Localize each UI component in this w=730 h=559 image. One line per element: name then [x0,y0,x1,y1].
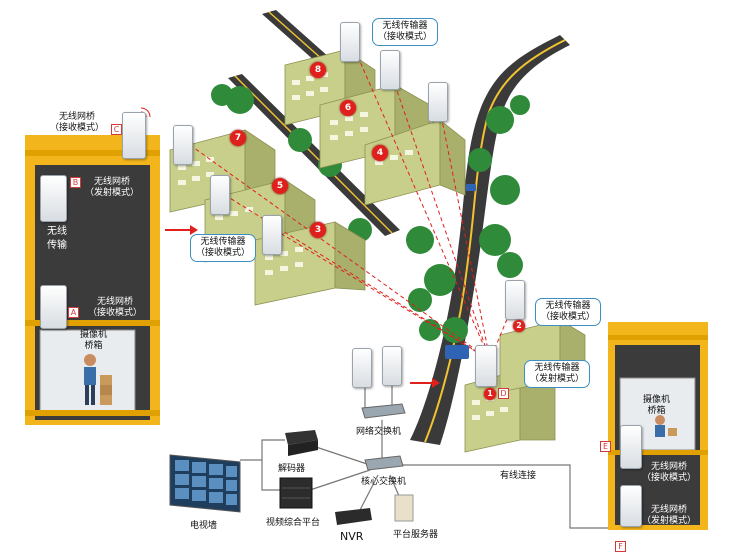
receiver-device-2 [505,280,525,320]
main-road [410,35,570,445]
receiver-device-6 [380,50,400,90]
label-nvr: NVR [340,530,364,543]
tag-f: F [615,541,626,552]
receiver-device-3 [262,215,282,255]
label-bridge-b: 无线网桥 （发射模式） [85,177,140,198]
switch-radio-left [352,348,372,388]
diagonal-road [228,10,400,236]
red-arrows [165,225,440,388]
label-shaft-left: 无线 传输 [47,226,67,251]
label-network-switch: 网络交换机 [356,427,402,437]
transmitter-device-1 [475,345,497,387]
building-marker-7: 7 [230,130,246,146]
tag-e: E [600,441,611,452]
building-marker-8: 8 [310,62,326,78]
label-bridge-c: 无线网桥 （接收模式） [50,112,105,133]
callout-receiver-right: 无线传输器 （接收模式） [535,298,602,326]
building-marker-3: 3 [310,222,326,238]
receiver-device-8 [340,22,360,62]
label-bridge-a: 无线网桥 （接收模式） [88,297,143,318]
bridge-device-b [40,175,67,222]
bridge-device-a [40,285,67,329]
decoder-device [285,430,318,445]
bridge-device-f [620,485,642,527]
receiver-device-7 [173,125,193,165]
video-wall [169,454,241,513]
tag-d: D [498,388,509,399]
right-cabin-person [655,415,677,437]
callout-receiver-top: 无线传输器 （接收模式） [372,18,439,46]
label-bridge-e: 无线网桥 （接收模式） [642,462,697,483]
platform-server-device [394,494,414,522]
network-cables [240,385,608,529]
vehicle-near [445,345,469,359]
label-video-wall: 电视墙 [190,521,218,531]
label-video-platform: 视频综合平台 [266,518,321,528]
building-marker-4: 4 [372,145,388,161]
building-marker-5: 5 [272,178,288,194]
receiver-device-4 [428,82,448,122]
switch-radio-right [382,346,402,386]
building-windows [178,72,508,420]
label-camera-box-left: 摄像机 桥箱 [80,330,108,351]
callout-receiver-left: 无线传输器 （接收模式） [190,234,257,262]
building-marker-6: 6 [340,100,356,116]
label-camera-box-right: 摄像机 桥箱 [643,395,671,416]
building-marker-2: 2 [513,320,525,332]
tag-b: B [70,177,81,188]
receiver-device-5 [210,175,230,215]
vehicle-far [466,184,476,191]
bridge-device-e [620,425,642,469]
bridge-device-c [122,112,146,159]
label-platform-server: 平台服务器 [393,530,439,540]
nvr-device [335,508,372,525]
core-switch-device [364,455,404,471]
video-platform-device [279,477,313,509]
network-switch-device [361,403,406,419]
tag-c: C [111,124,122,135]
label-core-switch: 核心交换机 [361,477,407,487]
callout-transmitter-right: 无线传输器 （发射模式） [524,360,591,388]
building-marker-1: 1 [484,388,496,400]
label-wired-connection: 有线连接 [500,471,537,481]
tag-a: A [68,307,79,318]
label-bridge-f: 无线网桥 （发射模式） [642,505,697,526]
left-cabin-person [84,354,112,405]
label-decoder: 解码器 [278,464,306,474]
